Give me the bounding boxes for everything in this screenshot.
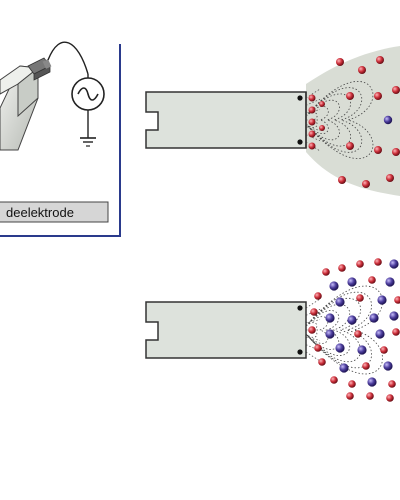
top-electrode-terminal-lower [297,139,303,145]
positive-charge [362,362,370,370]
bottom-electrode [145,301,307,359]
field-line [305,87,363,153]
bottom-charges [308,258,400,402]
positive-charge [358,66,366,74]
field-line [305,316,329,344]
positive-charge [374,92,382,100]
negative-charge [385,277,395,287]
field-line [305,81,374,159]
positive-charge [380,346,388,354]
field-line [305,310,340,350]
field-line [305,291,372,369]
field-line [305,99,340,141]
positive-charge [308,94,316,102]
negative-charge [377,295,387,305]
positive-charge [368,276,376,284]
negative-charge [389,311,399,321]
negative-charge [347,277,357,287]
field-line [305,298,321,309]
field-line [305,319,321,324]
top-field-background [306,46,400,196]
positive-charge [310,308,318,316]
positive-charge [362,180,370,188]
positive-charge [392,86,400,94]
positive-charge [348,380,356,388]
top-electrode [145,91,307,149]
positive-charge [314,292,322,300]
ac-source-icon [71,74,105,111]
inset-label-box [0,201,109,223]
field-line [305,336,321,341]
positive-charge [392,328,400,336]
negative-charge [335,297,345,307]
positive-charge [356,294,364,302]
positive-charge [319,125,325,131]
field-line [305,93,351,147]
sensor-probe-icon [0,57,52,151]
field-line [305,304,351,356]
field-line [305,297,362,363]
inset-panel: deelektrode [0,41,121,237]
probe-cable [47,41,89,75]
positive-charge [346,392,354,400]
bottom-electrode-terminal-lower [297,349,303,355]
negative-charge [357,345,367,355]
positive-charge [354,330,362,338]
positive-charge [330,376,338,384]
positive-charge [374,258,382,266]
negative-charge [325,329,335,339]
negative-charge [375,329,385,339]
positive-charge [386,394,394,402]
positive-charge [338,176,346,184]
negative-charge [389,259,399,269]
ground-icon [80,110,96,147]
negative-charge [369,313,379,323]
positive-charge [338,264,346,272]
negative-charge [347,315,357,325]
bottom-panel [145,258,400,402]
positive-charge [346,142,354,150]
positive-charge [314,344,322,352]
top-panel [145,46,400,196]
field-line [305,351,321,362]
positive-charge [319,101,325,107]
field-line [305,88,321,99]
field-line [305,99,321,106]
positive-charge [356,260,364,268]
negative-charge [339,363,349,373]
positive-charge [308,326,316,334]
negative-charge [335,343,345,353]
positive-charge [308,118,316,126]
positive-charge [322,268,330,276]
positive-charge [318,358,326,366]
positive-charge [346,92,354,100]
negative-charge [329,281,339,291]
positive-charge [376,56,384,64]
field-line [305,134,321,141]
negative-charge [367,377,377,387]
positive-charge [392,148,400,156]
negative-charge [383,361,393,371]
positive-charge [308,106,316,114]
positive-charge [394,296,400,304]
inset-label: deelektrode [6,205,74,220]
positive-charge [374,146,382,154]
positive-charge [308,130,316,138]
positive-charge [388,380,396,388]
negative-charge [383,115,393,125]
positive-charge [336,58,344,66]
positive-charge [386,174,394,182]
top-electrode-terminal-upper [297,95,303,101]
field-line [305,126,321,131]
negative-charge [325,313,335,323]
bottom-electrode-terminal-upper [297,305,303,311]
positive-charge [308,142,316,150]
positive-charge [366,392,374,400]
field-line [305,344,321,351]
top-charges [308,56,400,188]
field-line [305,322,318,338]
